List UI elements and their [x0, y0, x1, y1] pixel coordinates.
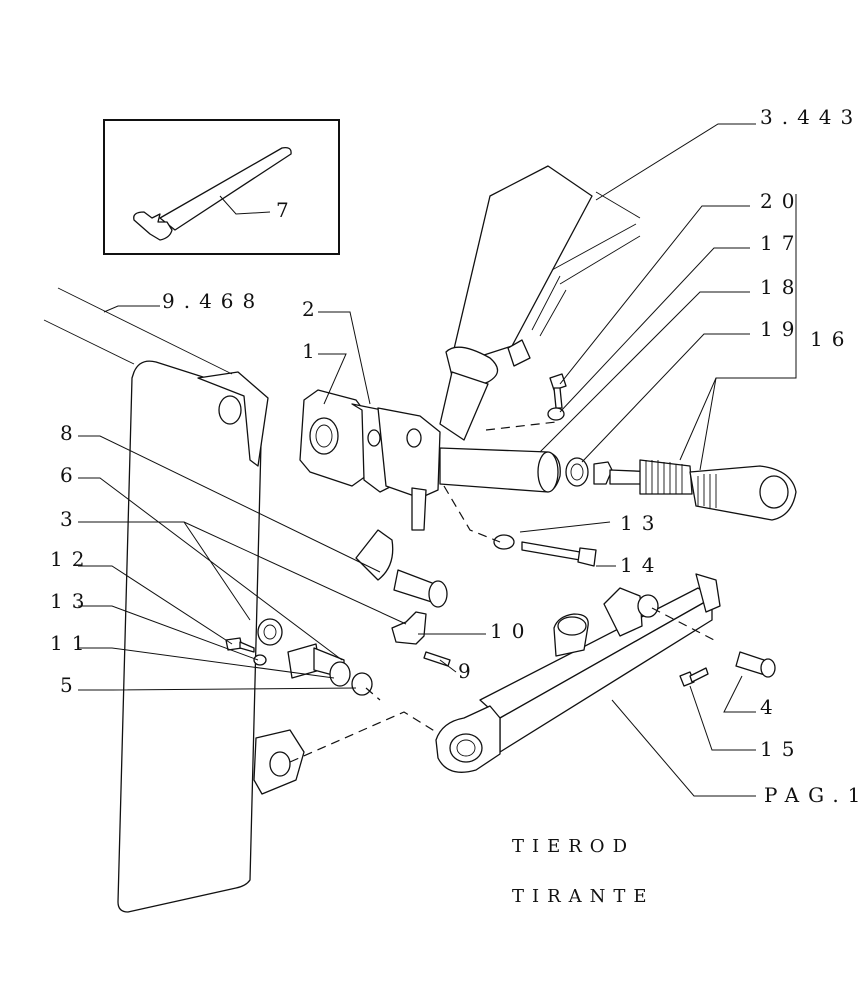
bolt-15 [679, 667, 709, 687]
label-10: 10 [490, 619, 533, 643]
bolt-20 [547, 373, 567, 421]
leader-lines [78, 123, 797, 797]
pin-4 [735, 651, 776, 678]
mounting-plate [43, 287, 305, 913]
clip-10 [391, 611, 451, 667]
label-13-right: 13 [620, 511, 663, 535]
pin-bracket-group [225, 618, 373, 696]
label-17: 17 [760, 231, 803, 255]
label-5: 5 [60, 673, 82, 697]
lower-arm [435, 573, 721, 773]
label-13-left: 13 [50, 589, 93, 613]
label-6: 6 [60, 463, 82, 487]
label-4: 4 [760, 695, 782, 719]
label-20: 20 [760, 189, 803, 213]
label-16: 16 [810, 327, 853, 351]
title-line-2: TIRANTE [512, 886, 655, 907]
label-11: 11 [50, 631, 93, 655]
label-14: 14 [620, 553, 663, 577]
flange-assembly [299, 389, 441, 531]
wrench-icon [133, 146, 292, 241]
label-8: 8 [60, 421, 82, 445]
label-12: 12 [50, 547, 93, 571]
label-18: 18 [760, 275, 803, 299]
assembly-lines [289, 421, 715, 763]
label-3: 3 [60, 507, 82, 531]
ref-pag: PAG.1 [764, 783, 860, 807]
label-15: 15 [760, 737, 803, 761]
pin-8 [355, 529, 448, 608]
label-2: 2 [302, 297, 324, 321]
label-1: 1 [302, 339, 324, 363]
label-9: 9 [458, 659, 480, 683]
label-19: 19 [760, 317, 803, 341]
tie-rod-adjuster [439, 447, 797, 521]
ref-9-468: 9.468 [162, 289, 264, 313]
diagram-title: TIEROD TIRANTE [512, 836, 655, 907]
part-labels: 3.443 9.468 PAG.1 7 20 17 18 19 16 2 1 8… [50, 105, 860, 807]
label-7: 7 [276, 198, 298, 222]
ref-3-443: 3.443 [760, 105, 860, 129]
bolt-14 [493, 534, 597, 567]
title-line-1: TIEROD [512, 836, 635, 857]
hydraulic-cylinder [439, 165, 641, 441]
wrench-inset [103, 119, 340, 255]
